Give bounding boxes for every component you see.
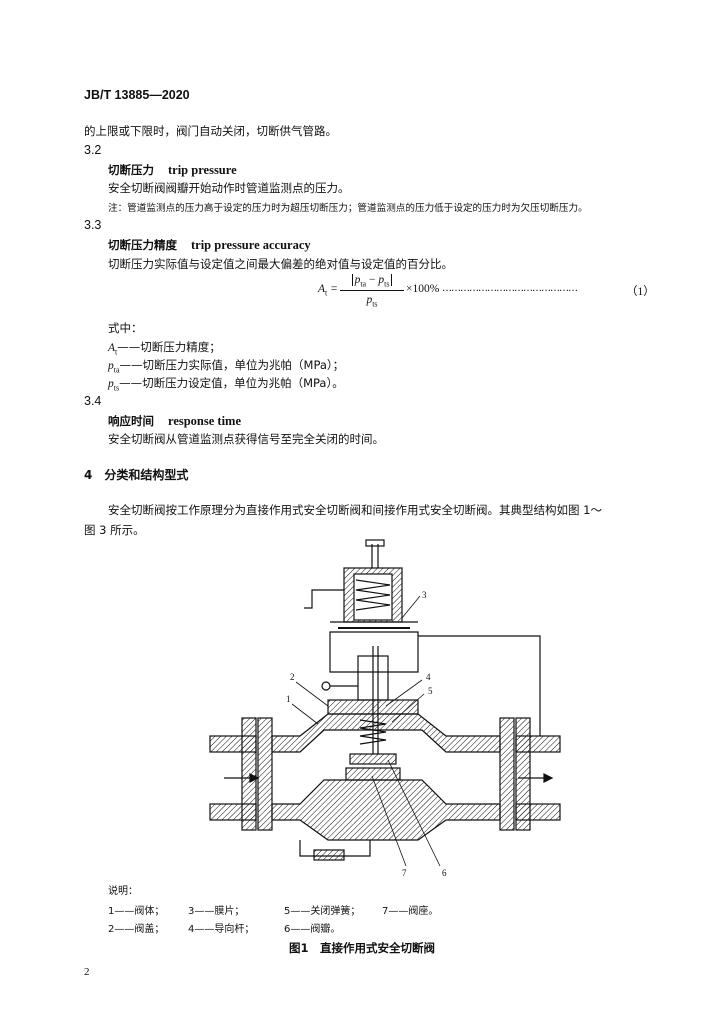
term-en: response time [168,414,242,428]
section-number-3-3: 3.3 [84,218,102,232]
term-trip-pressure-accuracy: 切断压力精度 trip pressure accuracy [108,237,311,253]
legend-7: 7——阀座。 [382,906,439,917]
legend-4: 4——导向杆； [188,924,255,935]
term-response-time: 响应时间 response time [108,413,241,429]
fraction-numerator: pta − pts [340,274,404,292]
continuation-text: 的上限或下限时，阀门自动关闭，切断供气管路。 [84,124,337,138]
legend-6: 6——阀瓣。 [284,924,341,935]
var-At: At——切断压力精度； [108,340,221,357]
formula-leader-dots: ……………………………………… [442,283,578,294]
document-code: JB/T 13885—2020 [84,88,190,102]
callout-5: 5 [428,686,433,696]
var-pts: pts——切断压力设定值，单位为兆帕（MPa）。 [108,376,344,393]
definition-trip-pressure: 安全切断阀阀瓣开始动作时管道监测点的压力。 [108,181,350,195]
formula-1: At = pta − pts pts ×100% ………………………………………… [318,274,658,314]
term-zh: 切断压力 [108,163,154,177]
callout-7: 7 [402,868,407,878]
fraction-denominator: pts [366,294,378,309]
legend-2: 2——阀盖； [108,924,165,935]
note-trip-pressure: 注：管道监测点的压力高于设定的压力时为超压切断压力；管道监测点的压力低于设定的压… [108,203,588,214]
legend-1: 1——阀体； [108,906,165,917]
section-4-paragraph-line2: 图 3 所示。 [84,523,145,537]
term-en: trip pressure accuracy [191,238,311,252]
term-zh: 响应时间 [108,414,154,428]
callout-6: 6 [442,868,447,878]
term-en: trip pressure [168,163,237,177]
page-number: 2 [84,966,90,978]
var-pta: pta——切断压力实际值，单位为兆帕（MPa）； [108,358,345,375]
equation-number: （1） [626,286,655,298]
callout-3: 3 [422,590,427,600]
figure-caption: 图1 直接作用式安全切断阀 [288,941,435,955]
valve-section-drawing: 3 2 1 4 5 6 7 [209,539,561,878]
callout-1: 1 [286,694,291,704]
section-number-3-4: 3.4 [84,394,102,408]
term-trip-pressure: 切断压力 trip pressure [108,162,237,178]
callout-2: 2 [290,672,295,682]
legend-title: 说明： [108,886,138,897]
legend-3: 3——膜片； [188,906,245,917]
where-label: 式中： [108,321,143,335]
formula-fraction: pta − pts pts [340,274,404,309]
formula-multiplier: ×100% [406,283,440,295]
section-4-paragraph-line1: 安全切断阀按工作原理分为直接作用式安全切断阀和间接作用式安全切断阀。其典型结构如… [108,503,602,517]
formula-lhs: At = [318,283,338,298]
definition-response-time: 安全切断阀从管道监测点获得信号至完全关闭的时间。 [108,432,384,446]
section-number-3-2: 3.2 [84,143,102,157]
callout-4: 4 [426,672,431,682]
term-zh: 切断压力精度 [108,238,177,252]
definition-accuracy: 切断压力实际值与设定值之间最大偏差的绝对值与设定值的百分比。 [108,257,453,271]
legend-5: 5——关闭弹簧； [284,906,361,917]
